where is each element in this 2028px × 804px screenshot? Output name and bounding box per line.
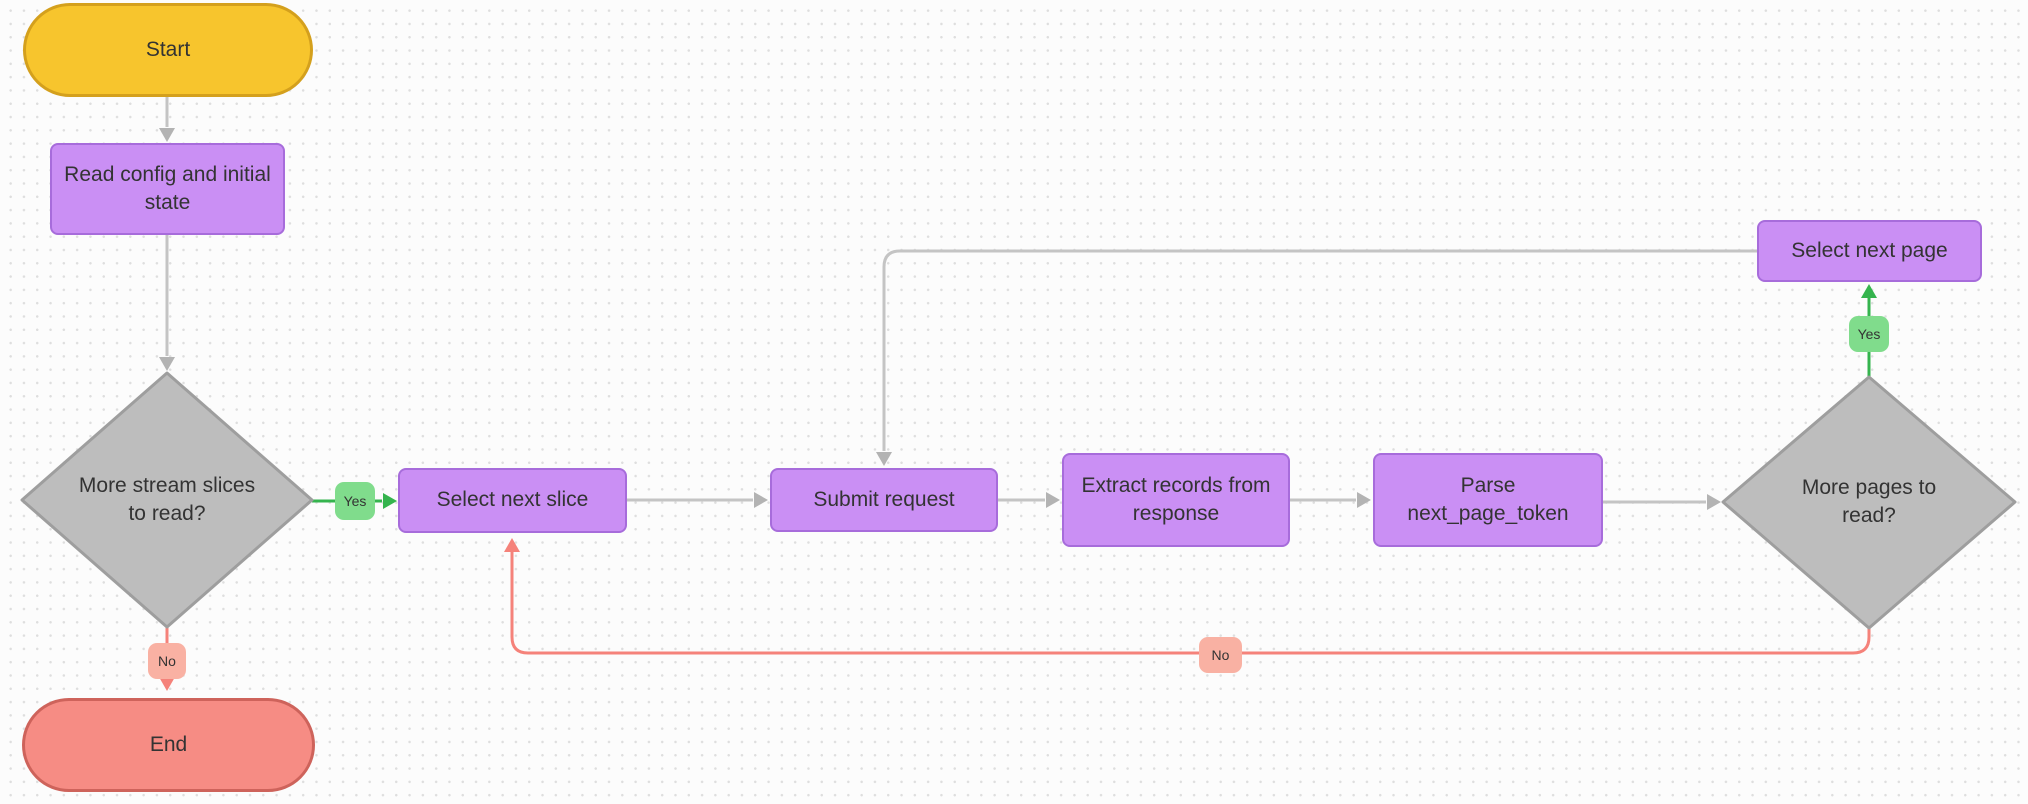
- more-pages-diamond[interactable]: [1721, 375, 2017, 630]
- edge-select-page-to-submit: [882, 249, 1757, 451]
- select-next-page-node-label: Select next page: [1791, 238, 1948, 262]
- parse-token-node[interactable]: Parse next_page_token: [1373, 453, 1603, 547]
- extract-records-node-label: Extract records from response: [1081, 473, 1271, 525]
- arrowhead-submit-to-extract: [1046, 492, 1060, 508]
- submit-request-node-label: Submit request: [813, 487, 955, 511]
- yes-badge-more-pages[interactable]: Yes: [1849, 316, 1889, 352]
- no-badge-more-slices[interactable]: No: [148, 643, 186, 679]
- arrowhead-select-slice-to-submit: [754, 492, 768, 508]
- arrowhead-parse-to-more-pages: [1707, 494, 1721, 510]
- submit-request-node[interactable]: Submit request: [770, 468, 998, 532]
- arrowhead-more-slices-yes: [383, 493, 397, 509]
- arrowhead-extract-to-parse: [1357, 492, 1371, 508]
- select-next-slice-node[interactable]: Select next slice: [398, 468, 627, 533]
- extract-records-node[interactable]: Extract records from response: [1062, 453, 1290, 547]
- arrowhead-more-pages-yes: [1861, 284, 1877, 298]
- arrowhead-read-config-to-more-slices: [159, 357, 175, 371]
- read-config-node[interactable]: Read config and initial state: [50, 143, 285, 235]
- no-badge-more-pages[interactable]: No: [1199, 637, 1242, 673]
- start-node[interactable]: Start: [23, 3, 313, 97]
- more-slices-diamond-label: More stream slices to read?: [78, 473, 256, 525]
- parse-token-node-label: Parse next_page_token: [1407, 473, 1569, 525]
- more-pages-diamond-label: More pages to read?: [1801, 475, 1937, 527]
- arrowhead-more-pages-no: [504, 538, 520, 552]
- yes-badge-more-slices[interactable]: Yes: [335, 482, 375, 520]
- arrowhead-select-page-to-submit: [876, 452, 892, 466]
- more-slices-diamond[interactable]: [20, 371, 314, 629]
- end-node-label: End: [149, 732, 188, 756]
- select-next-page-node[interactable]: Select next page: [1757, 220, 1982, 282]
- read-config-node-label: Read config and initial state: [64, 162, 271, 214]
- edge-more-pages-no: [510, 552, 1871, 655]
- select-next-slice-node-label: Select next slice: [436, 488, 589, 512]
- arrowhead-more-slices-no: [159, 677, 175, 691]
- end-node[interactable]: End: [22, 698, 315, 792]
- arrowhead-start-to-read-config: [159, 128, 175, 142]
- start-node-label: Start: [145, 37, 191, 61]
